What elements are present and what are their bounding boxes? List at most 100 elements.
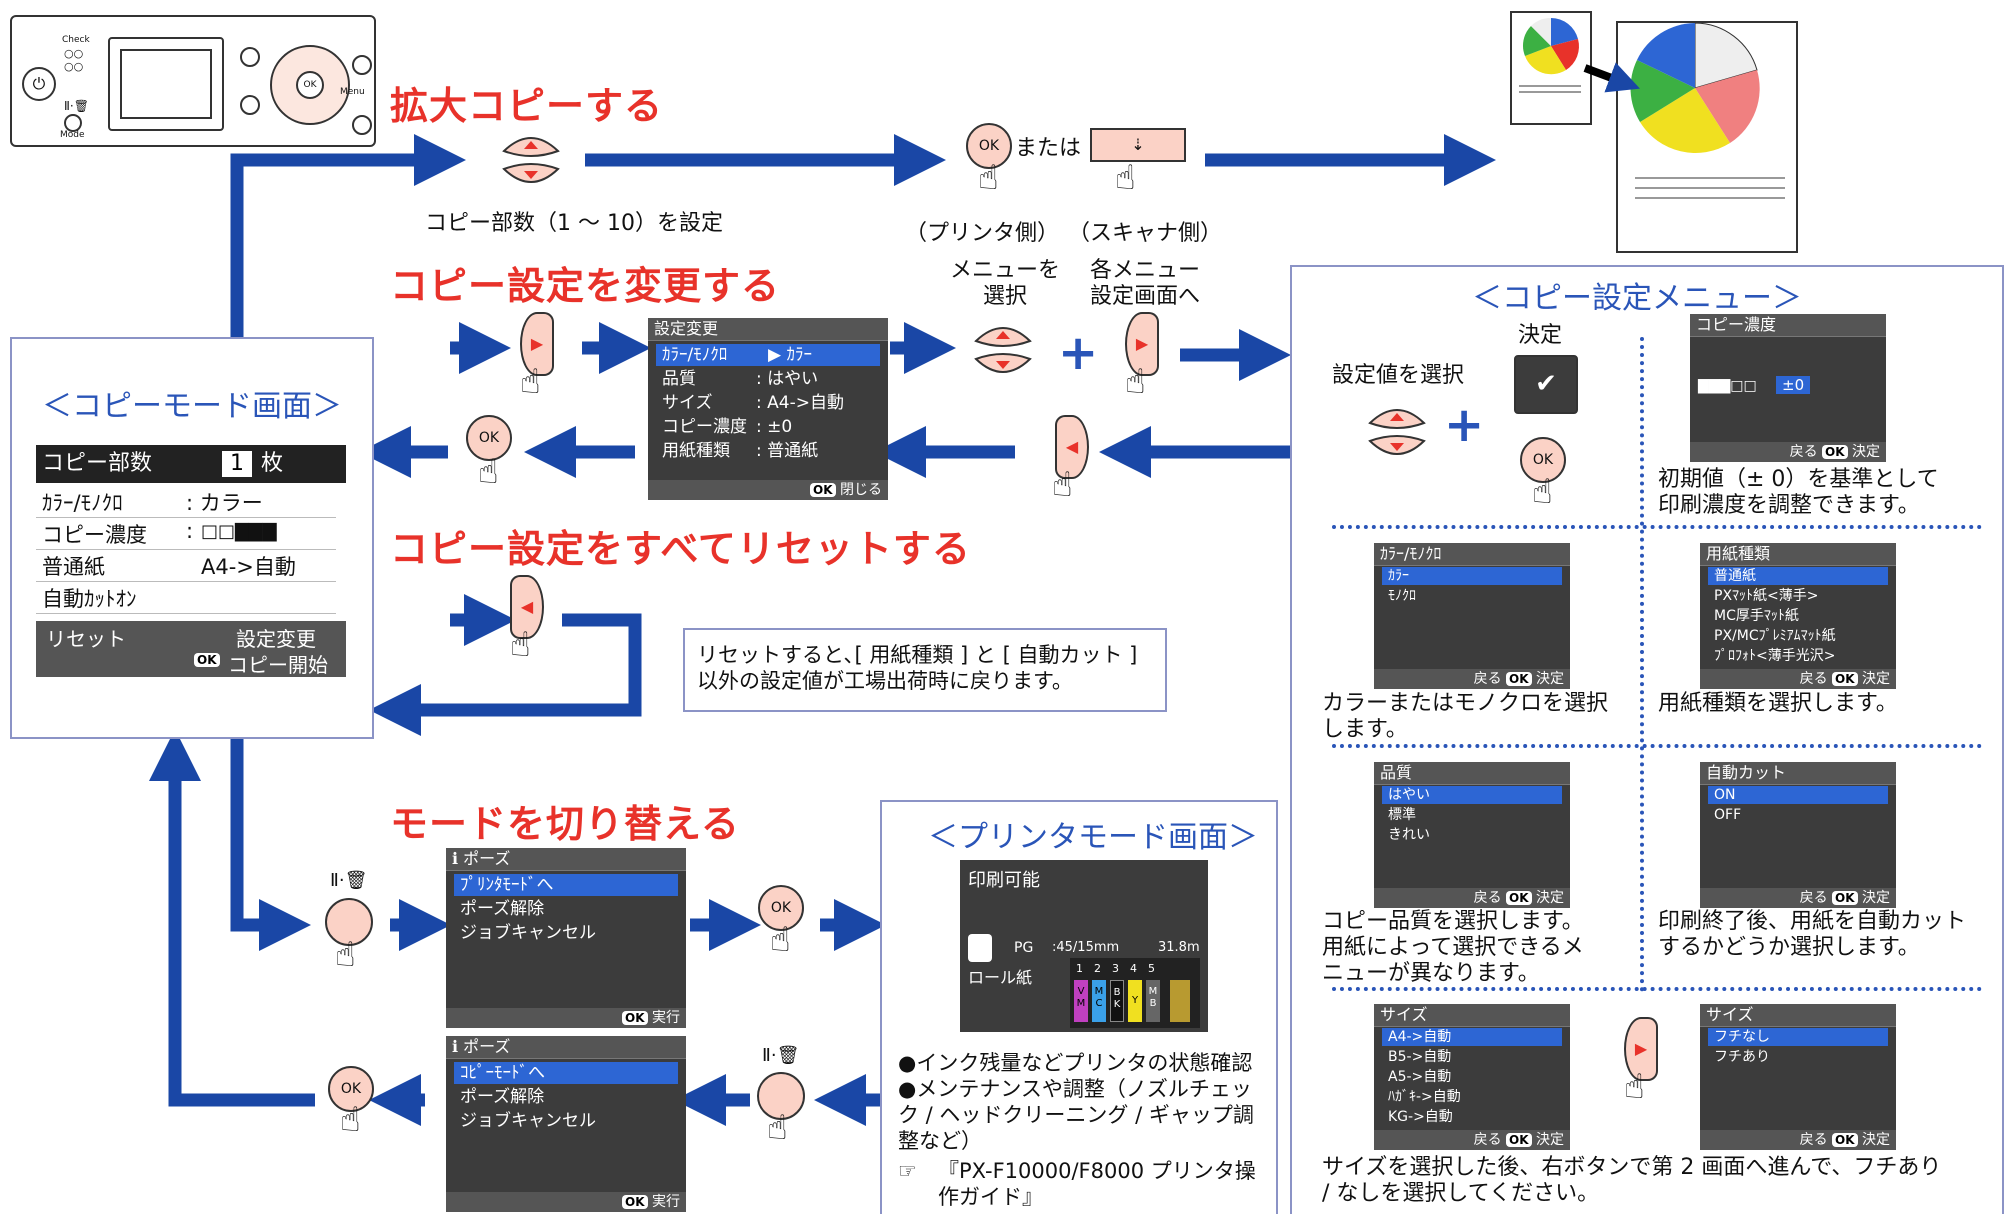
- printer-status: 印刷可能: [968, 870, 1040, 891]
- density-value[interactable]: ±0: [1776, 376, 1811, 394]
- updown-button-3[interactable]: [1366, 397, 1428, 467]
- panel-button-c[interactable]: [352, 55, 372, 75]
- start-softkey[interactable]: コピー開始: [228, 653, 328, 677]
- copies-row: コピー部数 1 枚: [36, 445, 346, 483]
- pause-item-printer-mode[interactable]: ﾌﾟﾘﾝﾀﾓｰﾄﾞへ: [454, 874, 678, 896]
- autocut-item-off[interactable]: OFF: [1714, 807, 1742, 823]
- settings-row-quality[interactable]: 品質: はやい: [662, 369, 819, 389]
- pause-button[interactable]: [325, 898, 373, 946]
- ok-button[interactable]: OK: [758, 885, 804, 931]
- ok-button[interactable]: OK: [328, 1066, 374, 1112]
- copies-label: コピー部数: [42, 451, 153, 476]
- control-panel: ⏻ Check ○○○○ Ⅱ·🗑 Mode OK Menu: [10, 15, 376, 147]
- hand-icon: ☝: [1115, 158, 1136, 198]
- paper-lcd: 用紙種類 普通紙 PXﾏｯﾄ紙<薄手> MC厚手ﾏｯﾄ紙 PX/MCﾌﾟﾚﾐｱﾑ…: [1700, 543, 1896, 689]
- updown-button-2[interactable]: [972, 315, 1034, 385]
- panel-button-b[interactable]: [240, 95, 260, 115]
- autocut-desc: 印刷終了後、用紙を自動カット するかどうか選択します。: [1658, 909, 1967, 960]
- paper-label: 普通紙: [42, 555, 105, 579]
- copies-value[interactable]: 1: [222, 451, 252, 477]
- left-button[interactable]: ◀: [1055, 415, 1089, 479]
- size-item-kg[interactable]: KG->自動: [1388, 1109, 1453, 1125]
- pause-item-resume[interactable]: ポーズ解除: [460, 1087, 545, 1107]
- settings-row-density[interactable]: コピー濃度: ±0: [662, 417, 793, 437]
- color-item-color[interactable]: ｶﾗｰ: [1382, 567, 1562, 585]
- settings-row-size[interactable]: サイズ: A4->自動: [662, 393, 844, 413]
- change-softkey[interactable]: 設定変更: [236, 627, 316, 651]
- power-button[interactable]: ⏻: [22, 67, 56, 101]
- pause-item-cancel[interactable]: ジョブキャンセル: [460, 1111, 596, 1131]
- mode-button[interactable]: [64, 114, 82, 132]
- size-item-a4[interactable]: A4->自動: [1382, 1028, 1562, 1046]
- quality-lcd-footer: 戻る OK 決定: [1374, 888, 1570, 908]
- dpad[interactable]: OK: [270, 45, 350, 125]
- border-item-none[interactable]: フチなし: [1708, 1028, 1888, 1046]
- pause-item-copy-mode[interactable]: ｺﾋﾟｰﾓｰﾄﾞへ: [454, 1062, 678, 1084]
- enlarge-illustration: [1510, 11, 1798, 253]
- ink-number-1: 1: [1076, 962, 1083, 975]
- quality-lcd-header: 品質: [1374, 762, 1570, 785]
- panel-lcd: [108, 37, 224, 131]
- pause-lcd-2-header: ℹ ポーズ: [446, 1036, 686, 1059]
- pause-icon: Ⅱ·🗑: [762, 1045, 800, 1066]
- hand-icon: ☝: [1125, 362, 1146, 402]
- size-lcd: サイズ A4->自動 B5->自動 A5->自動 ﾊｶﾞｷ->自動 KG->自動…: [1374, 1004, 1570, 1150]
- panel-button-d[interactable]: [352, 115, 372, 135]
- reset-note: リセットすると､[ 用紙種類 ] と [ 自動カット ] 以外の設定値が工場出荷…: [697, 643, 1138, 693]
- settings-row-paper[interactable]: 用紙種類: 普通紙: [662, 441, 819, 461]
- paper-item-1[interactable]: 普通紙: [1708, 567, 1888, 585]
- reset-softkey[interactable]: リセット: [46, 627, 126, 651]
- reference-link[interactable]: ☞『PX-F10000/F8000 プリンタ操作ガイド』: [898, 1159, 1256, 1209]
- ok-chip: OK: [194, 653, 220, 667]
- border-item-with[interactable]: フチあり: [1714, 1049, 1770, 1065]
- ok-button[interactable]: OK: [296, 71, 324, 99]
- paper-item-3[interactable]: MC厚手ﾏｯﾄ紙: [1714, 608, 1799, 624]
- pause-item-resume[interactable]: ポーズ解除: [460, 899, 545, 919]
- quality-item-fast[interactable]: はやい: [1382, 786, 1562, 804]
- color-label: ｶﾗｰ/ﾓﾉｸﾛ: [42, 491, 123, 515]
- updown-button-1[interactable]: [500, 125, 562, 195]
- ink-1: V M: [1074, 980, 1088, 1022]
- copy-menu-box: ＜コピー設定メニュー＞ 設定値を選択 決定 + ✔ OK ☝ コピー濃度 ▇▇▇…: [1290, 265, 2004, 1214]
- copy-mode-lcd: コピー部数 1 枚 ｶﾗｰ/ﾓﾉｸﾛ : カラー コピー濃度 : □□▇▇▇ 普…: [36, 445, 346, 677]
- quality-item-fine[interactable]: きれい: [1388, 827, 1430, 843]
- density-bar: □□▇▇▇: [201, 521, 277, 542]
- mode-label: Mode: [60, 130, 85, 140]
- size-item-postcard[interactable]: ﾊｶﾞｷ->自動: [1388, 1089, 1461, 1105]
- color-desc: カラーまたはモノクロを選択 します。: [1322, 691, 1609, 742]
- settings-lcd-header: 設定変更: [648, 318, 888, 341]
- autocut-lcd-header: 自動カット: [1700, 762, 1896, 785]
- settings-row-color[interactable]: ｶﾗｰ/ﾓﾉｸﾛ▶ ｶﾗｰ: [656, 344, 880, 366]
- left-button[interactable]: ◀: [510, 575, 544, 639]
- pause-lcd-2-footer: OK 実行: [446, 1192, 686, 1212]
- plus-icon: +: [1444, 397, 1485, 453]
- quality-item-standard[interactable]: 標準: [1388, 807, 1416, 823]
- counter-label: :45/15mm: [1052, 940, 1120, 955]
- ink-number-4: 4: [1130, 962, 1137, 975]
- paper-item-5[interactable]: ﾌﾟﾛﾌｫﾄ<薄手光沢>: [1714, 648, 1836, 664]
- divider-h1: [1332, 525, 1982, 529]
- autocut-item-on[interactable]: ON: [1708, 786, 1888, 804]
- autocut-lcd: 自動カット ON OFF 戻る OK 決定: [1700, 762, 1896, 908]
- check-leds: ○○○○: [64, 47, 84, 73]
- paper-item-4[interactable]: PX/MCﾌﾟﾚﾐｱﾑﾏｯﾄ紙: [1714, 628, 1836, 644]
- copies-unit: 枚: [261, 451, 284, 476]
- pause-item-cancel[interactable]: ジョブキャンセル: [460, 923, 596, 943]
- border-lcd: サイズ フチなし フチあり 戻る OK 決定: [1700, 1004, 1896, 1150]
- scanner-button[interactable]: ⇣: [1090, 128, 1186, 162]
- pause-button[interactable]: [757, 1072, 805, 1120]
- size-item-b5[interactable]: B5->自動: [1388, 1049, 1452, 1065]
- panel-button-a[interactable]: [240, 47, 260, 67]
- autocut-lcd-footer: 戻る OK 決定: [1700, 888, 1896, 908]
- right-button[interactable]: ▶: [520, 312, 554, 376]
- copy-mode-box: ＜コピーモード画面＞ コピー部数 1 枚 ｶﾗｰ/ﾓﾉｸﾛ : カラー コピー濃…: [10, 337, 374, 739]
- right-button[interactable]: ▶: [1125, 312, 1159, 376]
- ok-button-printer[interactable]: OK: [966, 123, 1012, 169]
- ok-button[interactable]: OK: [1520, 437, 1566, 483]
- color-item-mono[interactable]: ﾓﾉｸﾛ: [1388, 588, 1416, 604]
- ok-button[interactable]: OK: [466, 415, 512, 461]
- paper-item-2[interactable]: PXﾏｯﾄ紙<薄手>: [1714, 588, 1819, 604]
- hand-icon: ☝: [520, 362, 541, 402]
- size-item-a5[interactable]: A5->自動: [1388, 1069, 1452, 1085]
- right-button[interactable]: ▶: [1624, 1017, 1658, 1081]
